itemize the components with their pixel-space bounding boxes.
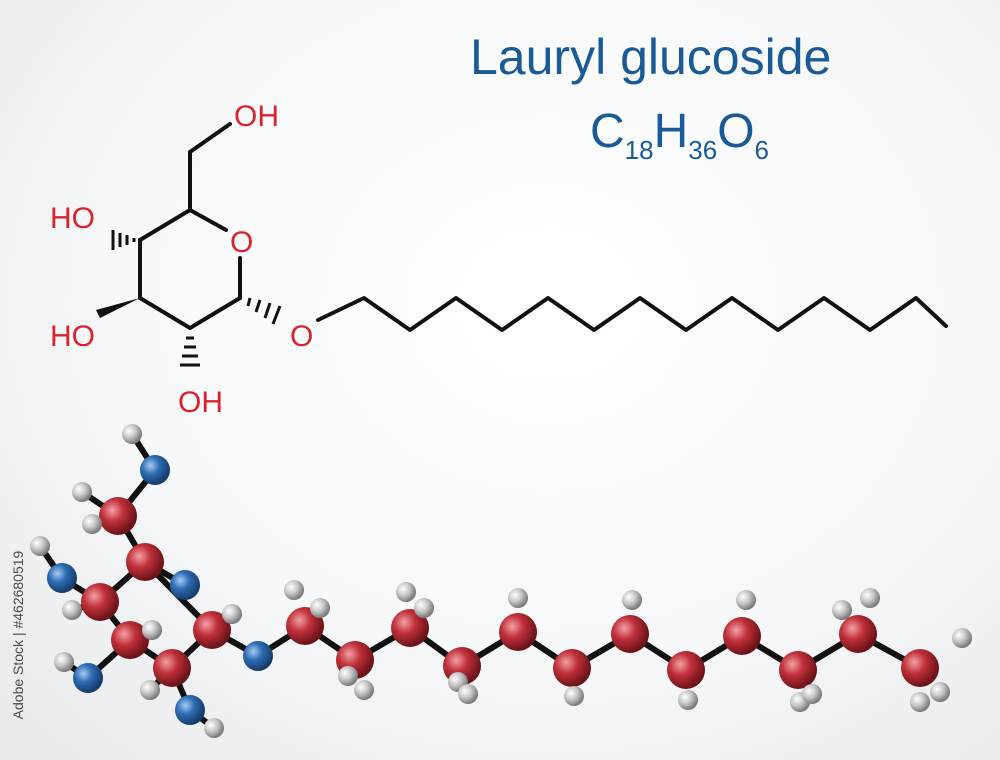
hydrogen-atom <box>140 680 160 700</box>
carbon-atom <box>901 649 939 687</box>
bond-c2-c1 <box>188 296 242 330</box>
hydrogen-atom <box>222 604 242 624</box>
carbon-atom <box>839 615 877 653</box>
carbon-atom <box>81 583 119 621</box>
carbon-atom <box>99 497 137 535</box>
wedge-c3-ho <box>96 298 140 318</box>
hydrogen-atom <box>284 580 304 600</box>
carbon-atom <box>553 649 591 687</box>
hydrogen-atom <box>564 686 584 706</box>
carbon-atom <box>499 613 537 651</box>
formula-hydrogen-count: 36 <box>688 135 718 165</box>
hydrogen-atom <box>736 590 756 610</box>
formula-oxygen: O <box>717 105 755 158</box>
alkyl-chain <box>316 296 948 332</box>
ring-oxygen-label: O <box>230 226 253 259</box>
carbon-atom <box>723 617 761 655</box>
glycosidic-oxygen-label: O <box>290 320 313 353</box>
hydrogen-atom <box>142 620 162 640</box>
carbon-atom <box>667 651 705 689</box>
hydrogen-atom <box>458 684 478 704</box>
ho-lower-label: HO <box>50 320 95 353</box>
hydrogen-atom <box>30 536 50 556</box>
carbon-atom <box>153 649 191 687</box>
carbon-atom <box>391 609 429 647</box>
molecular-formula: C18H36O6 <box>590 104 769 165</box>
hydrogen-atom <box>678 690 698 710</box>
hydrogen-atom <box>910 692 930 712</box>
hydrogen-atom <box>338 666 358 686</box>
model-atoms <box>30 424 972 738</box>
carbon-atom <box>126 543 164 581</box>
hydrogen-atom <box>414 598 434 618</box>
ring-bonds <box>138 122 242 330</box>
bond-c5-c4 <box>138 208 192 242</box>
carbon-atom <box>111 621 149 659</box>
hydrogen-atom <box>204 718 224 738</box>
ho-upper-label: HO <box>50 202 95 235</box>
carbon-atom <box>286 607 324 645</box>
hydrogen-atom <box>832 600 852 620</box>
oxygen-atom <box>243 641 273 671</box>
formula-hydrogen: H <box>653 105 689 158</box>
oxygen-atom <box>140 455 170 485</box>
oh-top-label: OH <box>234 100 279 133</box>
hydrogen-atom <box>396 582 416 602</box>
formula-carbon: C <box>590 105 625 158</box>
bond-ring-o-c5 <box>188 208 228 232</box>
hashed-wedges <box>111 230 282 367</box>
bond-c3-c2 <box>138 296 192 330</box>
hydrogen-atom <box>508 588 528 608</box>
hydrogen-atom <box>54 652 74 672</box>
hydrogen-atom <box>952 628 972 648</box>
oxygen-atom <box>73 663 103 693</box>
formula-carbon-count: 18 <box>624 135 654 165</box>
carbon-atom <box>779 651 817 689</box>
carbon-atom <box>611 615 649 653</box>
hydrogen-atom <box>310 598 330 618</box>
molecule-name: Lauryl glucoside <box>470 29 832 85</box>
hydrogen-atom <box>122 424 142 444</box>
formula-oxygen-count: 6 <box>754 135 769 165</box>
oxygen-atom <box>175 695 205 725</box>
oh-bottom-label: OH <box>178 386 223 419</box>
hydrogen-atom <box>354 680 374 700</box>
bond-c6-oh <box>188 122 232 154</box>
oxygen-atom <box>47 563 77 593</box>
hydrogen-atom <box>82 514 102 534</box>
hydrogen-atom <box>72 482 92 502</box>
stock-watermark: Adobe Stock | #462680519 <box>10 550 26 720</box>
oxygen-atom <box>170 570 200 600</box>
hydrogen-atom <box>802 684 822 704</box>
hydrogen-atom <box>930 682 950 702</box>
hydrogen-atom <box>622 590 642 610</box>
carbon-atom <box>193 611 231 649</box>
hydrogen-atom <box>860 588 880 608</box>
hydrogen-atom <box>62 600 82 620</box>
